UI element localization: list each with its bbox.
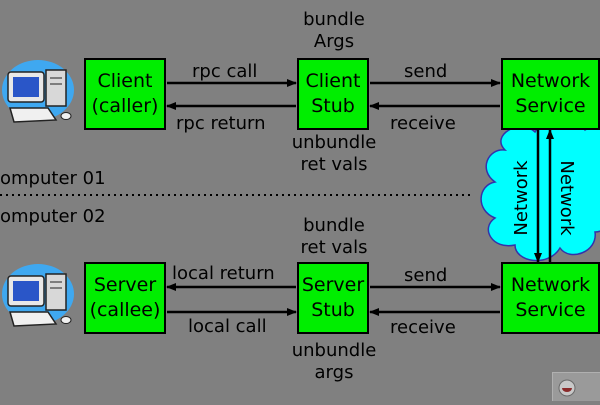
bundle-ret-vals-label: bundle ret vals xyxy=(284,215,384,259)
computer-01-label: omputer 01 xyxy=(0,168,106,189)
bundle-ret-vals-line2: ret vals xyxy=(300,237,368,258)
server-box: Server (callee) xyxy=(84,262,166,334)
bundle-ret-vals-line1: bundle xyxy=(303,215,365,236)
unbundle-ret-vals-line1: unbundle xyxy=(291,132,377,153)
network-cloud-icon xyxy=(480,116,600,262)
send-label-top: send xyxy=(404,61,448,82)
client-stub-box: Client Stub xyxy=(297,58,369,130)
client-stub-line1: Client xyxy=(305,70,361,92)
network-service-top-line2: Service xyxy=(515,95,586,117)
receive-label-top: receive xyxy=(390,113,456,134)
network-cloud-label-down: Network xyxy=(556,160,577,236)
server-box-line2: (callee) xyxy=(89,299,161,321)
bundle-args-line1: bundle xyxy=(303,9,365,30)
client-stub-line2: Stub xyxy=(311,95,355,117)
rpc-call-label: rpc call xyxy=(192,61,258,82)
server-stub-box: Server Stub xyxy=(297,262,369,334)
local-return-label: local return xyxy=(172,263,275,284)
send-label-bottom: send xyxy=(404,265,448,286)
local-call-label: local call xyxy=(188,316,267,337)
network-service-box-top: Network Service xyxy=(501,58,600,130)
network-service-bottom-line1: Network xyxy=(510,274,591,296)
computer-icon-bottom xyxy=(2,264,74,327)
unbundle-args-line1: unbundle xyxy=(291,340,377,361)
bundle-args-label: bundle Args xyxy=(284,9,384,53)
receive-label-bottom: receive xyxy=(390,317,456,338)
bundle-args-line2: Args xyxy=(313,31,355,52)
client-box-line1: Client xyxy=(97,70,153,92)
network-cloud-label-up: Network xyxy=(511,160,532,236)
client-box: Client (caller) xyxy=(84,58,166,130)
network-service-top-line1: Network xyxy=(510,70,591,92)
unbundle-ret-vals-label: unbundle ret vals xyxy=(284,132,384,176)
presenter-logo-icon xyxy=(552,372,600,401)
server-stub-line2: Stub xyxy=(311,299,355,321)
client-box-line2: (caller) xyxy=(91,95,159,117)
rpc-return-label: rpc return xyxy=(176,113,266,134)
unbundle-args-label: unbundle args xyxy=(284,340,384,384)
server-stub-line1: Server xyxy=(301,274,365,296)
server-box-line1: Server xyxy=(93,274,157,296)
unbundle-ret-vals-line2: ret vals xyxy=(300,154,368,175)
network-service-box-bottom: Network Service xyxy=(501,262,600,334)
network-service-bottom-line2: Service xyxy=(515,299,586,321)
computer-icon-top xyxy=(2,60,74,123)
computer-02-label: omputer 02 xyxy=(0,206,106,227)
unbundle-args-line2: args xyxy=(314,362,354,383)
